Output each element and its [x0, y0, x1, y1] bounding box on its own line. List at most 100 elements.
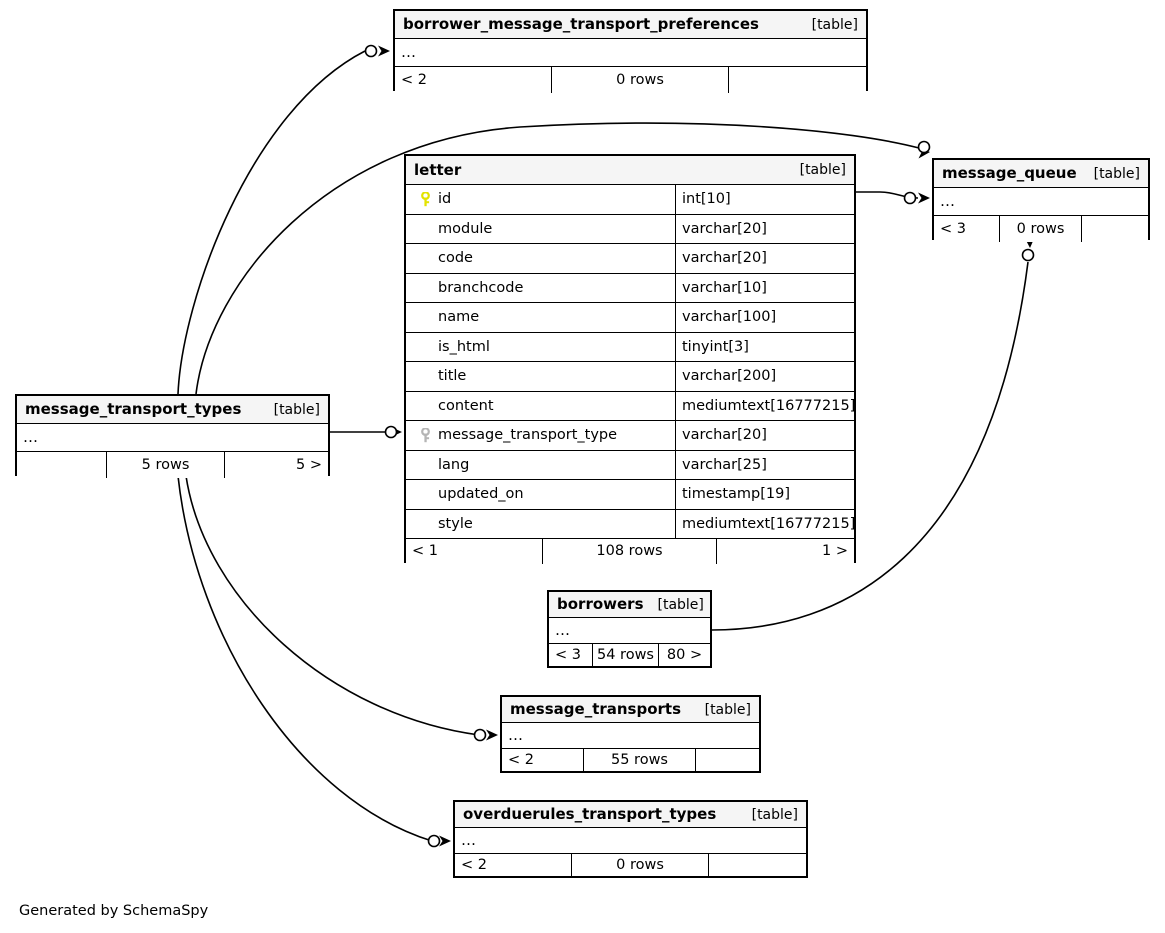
table-footer: < 2 0 rows — [455, 854, 806, 876]
table-type-label: [table] — [1093, 165, 1140, 182]
column-name-cell: branchcode — [406, 273, 676, 302]
foreign-key-icon — [414, 427, 436, 443]
table-footer: < 3 0 rows — [934, 216, 1148, 242]
column-type: tinyint[3] — [682, 338, 749, 355]
column-name: style — [438, 515, 473, 532]
column-name-cell: id — [406, 185, 676, 214]
edge-letter-to-message-queue — [856, 191, 919, 199]
column-name: id — [438, 191, 452, 207]
column-name-cell: title — [406, 362, 676, 391]
column-type: varchar[20] — [682, 250, 767, 266]
table-type-label: [table] — [273, 401, 320, 418]
parent-relationship-count: < 2 — [455, 854, 572, 876]
table-footer: < 3 54 rows 80 > — [549, 644, 710, 666]
table-title-bar: message_queue [table] — [934, 160, 1148, 188]
column-name-cell: is_html — [406, 332, 676, 361]
table-type-label: [table] — [704, 701, 751, 718]
parent-relationship-count: < 3 — [549, 644, 593, 666]
child-relationship-count — [1082, 216, 1148, 242]
table-type-label: [table] — [799, 162, 846, 178]
table-name: message_queue — [942, 164, 1077, 182]
column-name: module — [438, 220, 493, 237]
parent-relationship-count — [17, 452, 107, 478]
table-title-bar: letter [table] — [406, 156, 854, 185]
edge-mtt-to-overduerules-transport-types — [177, 475, 433, 842]
row-count: 5 rows — [107, 452, 225, 478]
column-name: lang — [438, 456, 470, 473]
column-type: varchar[100] — [682, 309, 777, 325]
row-count: 0 rows — [552, 67, 729, 93]
table-row[interactable]: content mediumtext[16777215] — [406, 391, 856, 421]
column-type: mediumtext[16777215] — [682, 397, 856, 414]
column-type: varchar[20] — [682, 220, 767, 237]
table-name: overduerules_transport_types — [463, 805, 717, 823]
column-name-cell: updated_on — [406, 480, 676, 509]
table-row[interactable]: name varchar[100] — [406, 303, 854, 333]
table-name: borrowers — [557, 595, 644, 613]
column-name-cell: style — [406, 509, 676, 538]
row-count: 55 rows — [584, 749, 696, 771]
table-footer: < 2 55 rows — [502, 749, 759, 771]
column-name-cell: message_transport_type — [406, 421, 676, 450]
table-type-label: [table] — [657, 596, 704, 613]
column-type: varchar[10] — [682, 279, 767, 296]
child-relationship-count — [709, 854, 806, 876]
table-columns-collapsed: … — [549, 618, 710, 644]
table-columns-collapsed: … — [934, 188, 1148, 216]
table-title-bar: message_transport_types [table] — [17, 396, 328, 424]
column-name-cell: content — [406, 391, 676, 420]
table-node-message-queue[interactable]: message_queue [table] … < 3 0 rows — [932, 158, 1150, 242]
table-row[interactable]: style mediumtext[16777215] — [406, 509, 856, 539]
column-name: content — [438, 397, 494, 414]
table-footer: < 2 0 rows — [395, 67, 866, 93]
table-row[interactable]: is_html tinyint[3] — [406, 332, 854, 362]
row-count: 0 rows — [1000, 216, 1082, 242]
table-node-overduerules-transport-types[interactable]: overduerules_transport_types [table] … <… — [453, 800, 808, 878]
table-type-label: [table] — [751, 806, 798, 823]
column-name: branchcode — [438, 279, 524, 296]
row-count: 108 rows — [543, 539, 717, 564]
table-node-letter[interactable]: letter [table] id int[10] — [404, 154, 856, 564]
primary-key-icon — [414, 191, 436, 207]
child-relationship-count: 5 > — [296, 456, 322, 473]
column-name: code — [438, 250, 473, 266]
table-node-message-transports[interactable]: message_transports [table] … < 2 55 rows — [500, 695, 761, 773]
edge-mtt-to-bmtp — [177, 50, 366, 395]
table-row[interactable]: branchcode varchar[10] — [406, 273, 854, 303]
table-row[interactable]: lang varchar[25] — [406, 450, 854, 480]
table-row[interactable]: updated_on timestamp[19] — [406, 480, 854, 510]
column-name-cell: code — [406, 244, 676, 273]
column-type: varchar[25] — [682, 456, 767, 473]
child-relationship-count — [729, 67, 866, 93]
table-row[interactable]: module varchar[20] — [406, 214, 854, 244]
column-type: mediumtext[16777215] — [682, 515, 856, 532]
child-relationship-count — [696, 749, 759, 771]
table-columns-collapsed: … — [502, 723, 759, 749]
table-row[interactable]: title varchar[200] — [406, 362, 854, 392]
table-type-label: [table] — [811, 16, 858, 33]
table-node-borrowers[interactable]: borrowers [table] … < 3 54 rows 80 > — [547, 590, 712, 668]
table-name: letter — [414, 160, 462, 179]
column-type: varchar[200] — [682, 368, 777, 384]
column-name-cell: lang — [406, 450, 676, 479]
table-footer: 5 rows 5 > — [17, 452, 328, 478]
table-title-bar: borrower_message_transport_preferences [… — [395, 11, 866, 39]
table-column-list: id int[10] module varchar[20] code varch… — [406, 185, 856, 539]
table-row[interactable]: code varchar[20] — [406, 244, 854, 274]
generated-by-note: Generated by SchemaSpy — [19, 903, 209, 919]
row-count: 0 rows — [572, 854, 709, 876]
table-row[interactable]: message_transport_type varchar[20] — [406, 421, 854, 451]
child-relationship-count: 1 > — [822, 543, 848, 560]
parent-relationship-count: < 1 — [406, 539, 543, 564]
row-count: 54 rows — [593, 644, 659, 666]
parent-relationship-count: < 3 — [934, 216, 1000, 242]
table-node-borrower-message-transport-preferences[interactable]: borrower_message_transport_preferences [… — [393, 9, 868, 93]
column-name: updated_on — [438, 486, 524, 502]
table-node-message-transport-types[interactable]: message_transport_types [table] … 5 rows… — [15, 394, 330, 478]
table-name: message_transports — [510, 700, 682, 718]
column-name: name — [438, 309, 480, 325]
table-row[interactable]: id int[10] — [406, 185, 854, 215]
column-name-cell: name — [406, 303, 676, 332]
parent-relationship-count: < 2 — [502, 749, 584, 771]
